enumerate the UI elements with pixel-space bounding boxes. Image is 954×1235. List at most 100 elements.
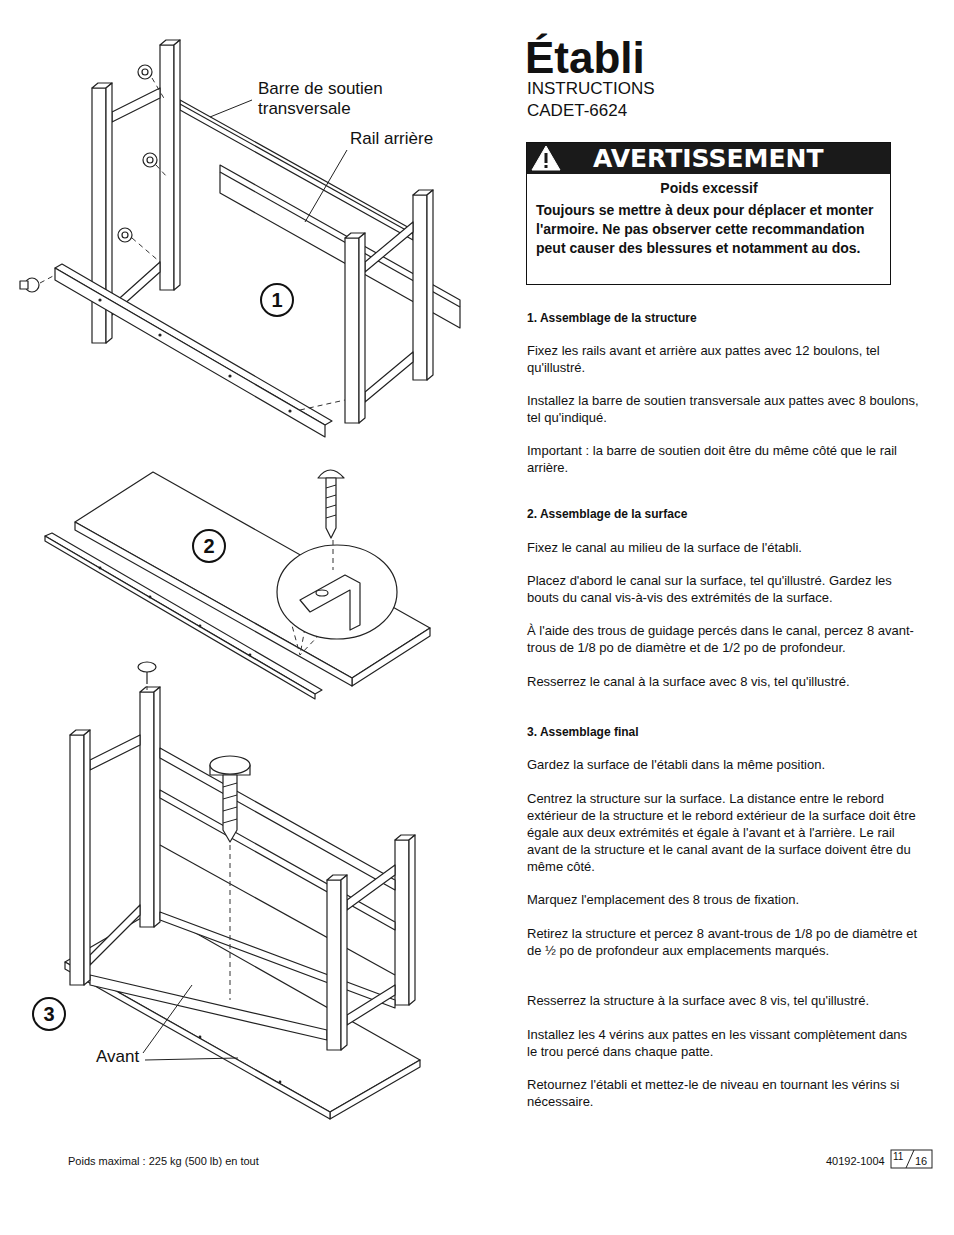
surface-figure-2 — [45, 470, 430, 699]
frame-figure-1 — [180, 100, 413, 240]
frame-figure-1 — [288, 409, 291, 412]
assembly-figure-3 — [223, 775, 237, 842]
document-number: 40192-1004 — [826, 1154, 896, 1168]
assembly-figure-3 — [160, 748, 395, 890]
callout-number: 3 — [32, 997, 66, 1031]
frame-figure-1 — [228, 374, 231, 377]
assembly-figure-3 — [90, 735, 140, 770]
surface-figure-2 — [277, 545, 397, 639]
assembly-figure-3 — [145, 1058, 238, 1060]
part-label: Barre de soutien transversale — [258, 79, 423, 120]
frame-figure-1 — [118, 228, 132, 242]
surface-figure-2 — [45, 533, 322, 694]
frame-figure-1 — [20, 40, 460, 437]
instruction-text: Important : la barre de soutien doit êtr… — [527, 443, 919, 477]
surface-figure-2 — [300, 634, 320, 655]
page-number: 11 — [893, 1150, 907, 1163]
surface-figure-2 — [333, 540, 334, 570]
assembly-figure-3 — [199, 1036, 202, 1039]
frame-figure-1 — [359, 233, 365, 423]
frame-figure-1 — [413, 195, 427, 380]
instruction-text: Centrez la structure sur la surface. La … — [527, 791, 919, 875]
page-number-box — [891, 1150, 932, 1168]
surface-figure-2 — [249, 654, 252, 657]
surface-figure-2 — [99, 567, 102, 570]
assembly-figure-3 — [230, 845, 231, 1000]
frame-figure-1 — [142, 69, 148, 75]
assembly-figure-3 — [341, 875, 347, 1050]
frame-figure-1 — [147, 157, 153, 163]
step-heading: 2. Assemblage de la surface — [527, 507, 919, 523]
assembly-figure-3 — [160, 790, 395, 930]
surface-figure-2 — [75, 472, 430, 678]
warning-box: Poids excessifToujours se mettre à deux … — [526, 142, 891, 285]
step-heading: 3. Assemblage final — [527, 725, 919, 741]
frame-figure-1 — [210, 100, 252, 117]
assembly-figure-3 — [140, 692, 154, 927]
instruction-text: Marquez l'emplacement des 8 trous de fix… — [527, 892, 919, 909]
frame-figure-1 — [112, 88, 160, 122]
assembly-figure-3 — [65, 662, 420, 1119]
instruction-text: Installez la barre de soutien transversa… — [527, 393, 919, 427]
callout-text: 2 — [203, 536, 214, 556]
callout-number: 2 — [192, 529, 226, 563]
assembly-figure-3 — [154, 687, 160, 927]
surface-figure-2 — [326, 505, 336, 508]
frame-figure-1 — [158, 333, 161, 336]
surface-figure-2 — [318, 470, 344, 478]
assembly-figure-3 — [70, 735, 84, 985]
frame-figure-1 — [174, 40, 180, 290]
callout-text: 1 — [271, 290, 282, 310]
assembly-figure-3 — [327, 880, 341, 1050]
surface-figure-2 — [326, 478, 336, 538]
step-heading: 1. Assemblage de la structure — [527, 311, 919, 327]
page-number-box — [906, 1150, 914, 1168]
frame-figure-1 — [20, 281, 28, 289]
assembly-figure-3 — [210, 756, 250, 774]
surface-figure-2 — [45, 536, 315, 699]
assembly-figure-3 — [347, 985, 395, 1025]
part-label: Avant — [96, 1047, 156, 1067]
assembly-figure-3 — [138, 662, 156, 672]
assembly-figure-3 — [347, 865, 395, 910]
instruction-text: Retirez la structure et percez 8 avant-t… — [527, 926, 919, 960]
callout-text: 3 — [43, 1004, 54, 1024]
frame-figure-1 — [345, 238, 359, 423]
instruction-text: Fixez les rails avant et arrière aux pat… — [527, 343, 919, 377]
surface-figure-2 — [316, 590, 328, 596]
instruction-text: Gardez la surface de l'établi dans la mê… — [527, 757, 919, 774]
assembly-figure-3 — [223, 819, 237, 823]
warning-subtitle: Poids excessif — [536, 179, 882, 197]
warning-header: AVERTISSEMENT — [527, 143, 890, 174]
part-label: Rail arrière — [350, 129, 470, 149]
page-count: 16 — [915, 1154, 931, 1168]
assembly-figure-3 — [223, 807, 237, 811]
frame-figure-1 — [300, 400, 345, 410]
instruction-text: À l'aide des trous de guidage percés dan… — [527, 623, 919, 657]
frame-figure-1 — [122, 232, 128, 238]
frame-figure-1 — [138, 65, 152, 79]
frame-figure-1 — [152, 78, 165, 100]
surface-figure-2 — [199, 625, 202, 628]
assembly-figure-3 — [90, 975, 327, 1040]
warning-title: AVERTISSEMENT — [593, 143, 890, 174]
assembly-figure-3 — [143, 985, 192, 1053]
frame-figure-1 — [40, 275, 55, 283]
surface-figure-2 — [326, 515, 336, 518]
frame-figure-1 — [132, 238, 160, 262]
instruction-text: Resserrez le canal à la surface avec 8 v… — [527, 674, 919, 691]
assembly-figure-3 — [84, 730, 90, 985]
assembly-figure-3 — [409, 835, 415, 1005]
frame-figure-1 — [305, 150, 347, 222]
surface-figure-2 — [326, 485, 336, 488]
instruction-text: Installez les 4 vérins aux pattes en les… — [527, 1027, 919, 1061]
page-title: Établi — [525, 36, 645, 80]
frame-figure-1 — [55, 264, 332, 425]
assembly-figure-3 — [65, 962, 330, 1119]
assembly-figure-3 — [160, 912, 395, 1008]
assembly-figure-3 — [90, 905, 140, 965]
frame-figure-1 — [365, 222, 413, 272]
model-number: CADET-6624 — [527, 101, 827, 121]
instruction-text: Fixez le canal au milieu de la surface d… — [527, 540, 919, 557]
frame-figure-1 — [180, 104, 413, 234]
